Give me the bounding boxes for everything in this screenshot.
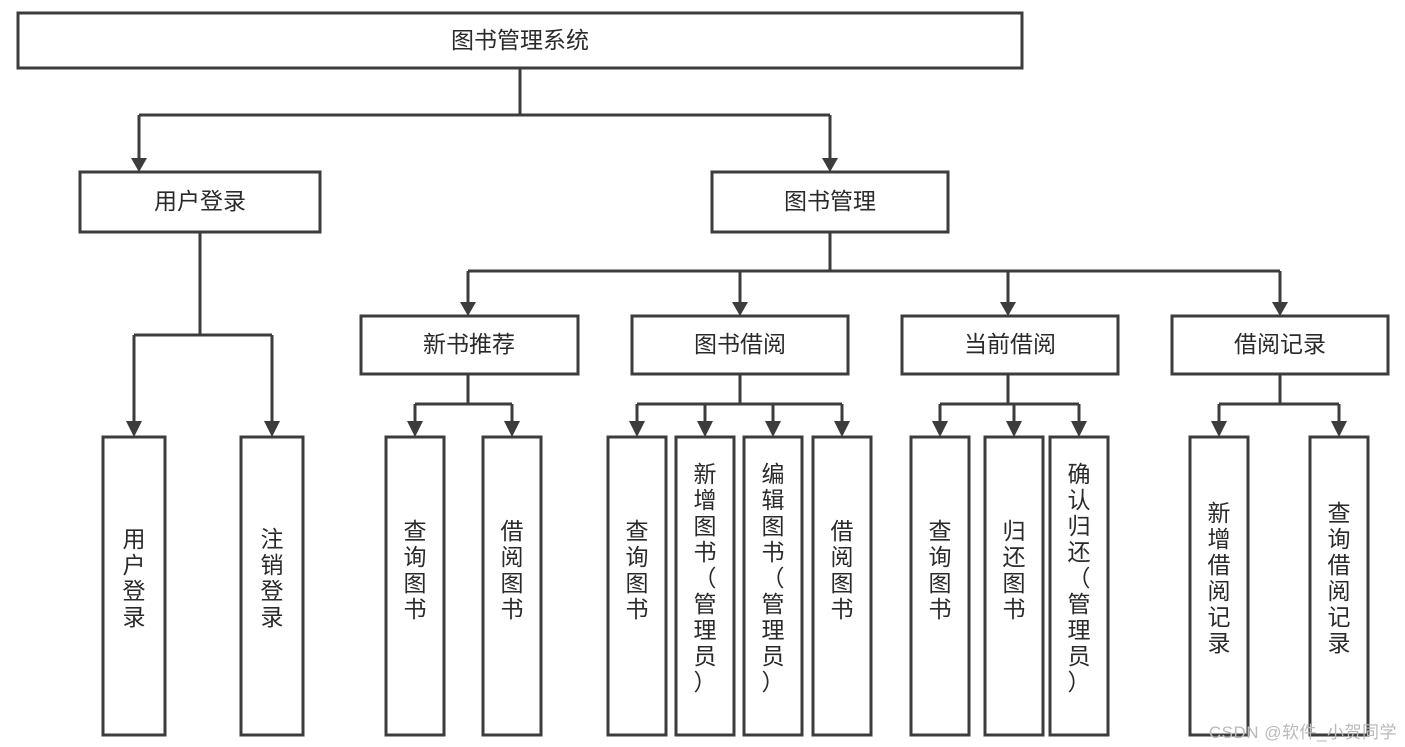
leaf-bb-add-book-admin-box[interactable] [674,435,736,737]
leaf-bb-query-book-box[interactable] [606,435,668,737]
leaf-logout-box[interactable] [239,435,305,737]
arrowhead-user-login [131,158,147,172]
leaf-cb-confirm-return-admin-label: 确认归还（管理员） [1068,461,1091,695]
leaf-br-query-record-box[interactable] [1308,435,1370,737]
leaf-bb-edit-book-admin-box[interactable] [742,435,804,737]
arrowhead-nb-leaf-2 [504,421,520,437]
leaf-user-login[interactable]: 用户登录 [101,435,167,737]
leaf-nb-borrow-book[interactable]: 借阅图书 [481,435,543,737]
leaf-bb-edit-book-admin-label: 编辑图书（管理员） [762,461,785,695]
node-new-book-recommend[interactable]: 新书推荐 [359,314,580,376]
arrowhead-bb-leaf-3 [765,421,781,437]
leaf-nb-borrow-book-box[interactable] [481,435,543,737]
arrowhead-nb-leaf-1 [407,421,423,437]
leaf-bb-query-book-label: 查询图书 [626,518,649,622]
leaf-user-login-box[interactable] [101,435,167,737]
leaf-bb-borrow-book-label: 借阅图书 [831,518,854,622]
node-current-borrow[interactable]: 当前借阅 [900,314,1120,376]
node-user-login[interactable]: 用户登录 [78,170,322,234]
leaf-nb-query-book[interactable]: 查询图书 [384,435,446,737]
leaf-br-add-record[interactable]: 新增借阅记录 [1188,435,1250,737]
node-current-borrow-box[interactable] [900,314,1120,376]
arrowhead-current-borrow [1000,302,1016,316]
leaf-bb-borrow-book[interactable]: 借阅图书 [811,435,873,737]
node-book-management-box[interactable] [710,170,950,234]
node-borrow-record[interactable]: 借阅记录 [1170,314,1390,376]
node-book-management-label: 图书管理 [784,188,876,214]
leaf-user-login-label: 用户登录 [123,526,146,630]
leaf-nb-query-book-label: 查询图书 [404,518,427,622]
leaf-br-add-record-label: 新增借阅记录 [1208,500,1231,656]
leaf-logout[interactable]: 注销登录 [239,435,305,737]
leaf-cb-return-book-box[interactable] [983,435,1045,737]
node-book-borrow-label: 图书借阅 [694,331,786,357]
arrowhead-book-borrow [732,302,748,316]
leaf-cb-return-book-label: 归还图书 [1003,518,1026,622]
arrowhead-new-book [460,302,476,316]
node-new-book-recommend-label: 新书推荐 [423,331,515,357]
leaf-bb-borrow-book-box[interactable] [811,435,873,737]
watermark: CSDN @软件_小贺同学 [1208,723,1397,742]
leaf-br-add-record-box[interactable] [1188,435,1250,737]
arrowhead-bb-leaf-2 [697,421,713,437]
node-book-borrow[interactable]: 图书借阅 [630,314,850,376]
node-borrow-record-box[interactable] [1170,314,1390,376]
leaf-cb-confirm-return-admin-box[interactable] [1048,435,1110,737]
node-root-label: 图书管理系统 [451,27,589,53]
arrowhead-cb-leaf-3 [1071,421,1087,437]
node-user-login-label: 用户登录 [154,188,246,214]
node-current-borrow-label: 当前借阅 [964,331,1056,357]
connector-layer [126,68,1347,437]
node-borrow-record-label: 借阅记录 [1234,331,1326,357]
arrowhead-book-mgmt [822,158,838,172]
node-book-management[interactable]: 图书管理 [710,170,950,234]
leaf-logout-label: 注销登录 [261,526,284,630]
arrowhead-br-leaf-1 [1211,421,1227,437]
arrowhead-cb-leaf-1 [932,421,948,437]
arrowhead-borrow-record [1272,302,1288,316]
leaf-cb-confirm-return-admin[interactable]: 确认归还（管理员） [1048,435,1110,737]
arrowhead-leaf-user-login [126,421,142,437]
leaf-nb-query-book-box[interactable] [384,435,446,737]
node-new-book-recommend-box[interactable] [359,314,580,376]
arrowhead-leaf-logout [264,421,280,437]
arrowhead-bb-leaf-4 [834,421,850,437]
leaf-bb-edit-book-admin[interactable]: 编辑图书（管理员） [742,435,804,737]
arrowhead-bb-leaf-1 [629,421,645,437]
leaf-cb-query-book-box[interactable] [909,435,971,737]
node-book-borrow-box[interactable] [630,314,850,376]
arrowhead-cb-leaf-2 [1006,421,1022,437]
leaf-cb-query-book-label: 查询图书 [929,518,952,622]
leaf-cb-return-book[interactable]: 归还图书 [983,435,1045,737]
node-root-box[interactable] [16,11,1024,70]
leaf-bb-query-book[interactable]: 查询图书 [606,435,668,737]
leaf-nb-borrow-book-label: 借阅图书 [501,518,524,622]
leaf-bb-add-book-admin[interactable]: 新增图书（管理员） [674,435,736,737]
arrowhead-br-leaf-2 [1331,421,1347,437]
leaf-br-query-record-label: 查询借阅记录 [1328,500,1351,656]
leaf-br-query-record[interactable]: 查询借阅记录 [1308,435,1370,737]
leaf-cb-query-book[interactable]: 查询图书 [909,435,971,737]
leaf-bb-add-book-admin-label: 新增图书（管理员） [694,461,717,695]
node-user-login-box[interactable] [78,170,322,234]
node-root[interactable]: 图书管理系统 [16,11,1024,70]
